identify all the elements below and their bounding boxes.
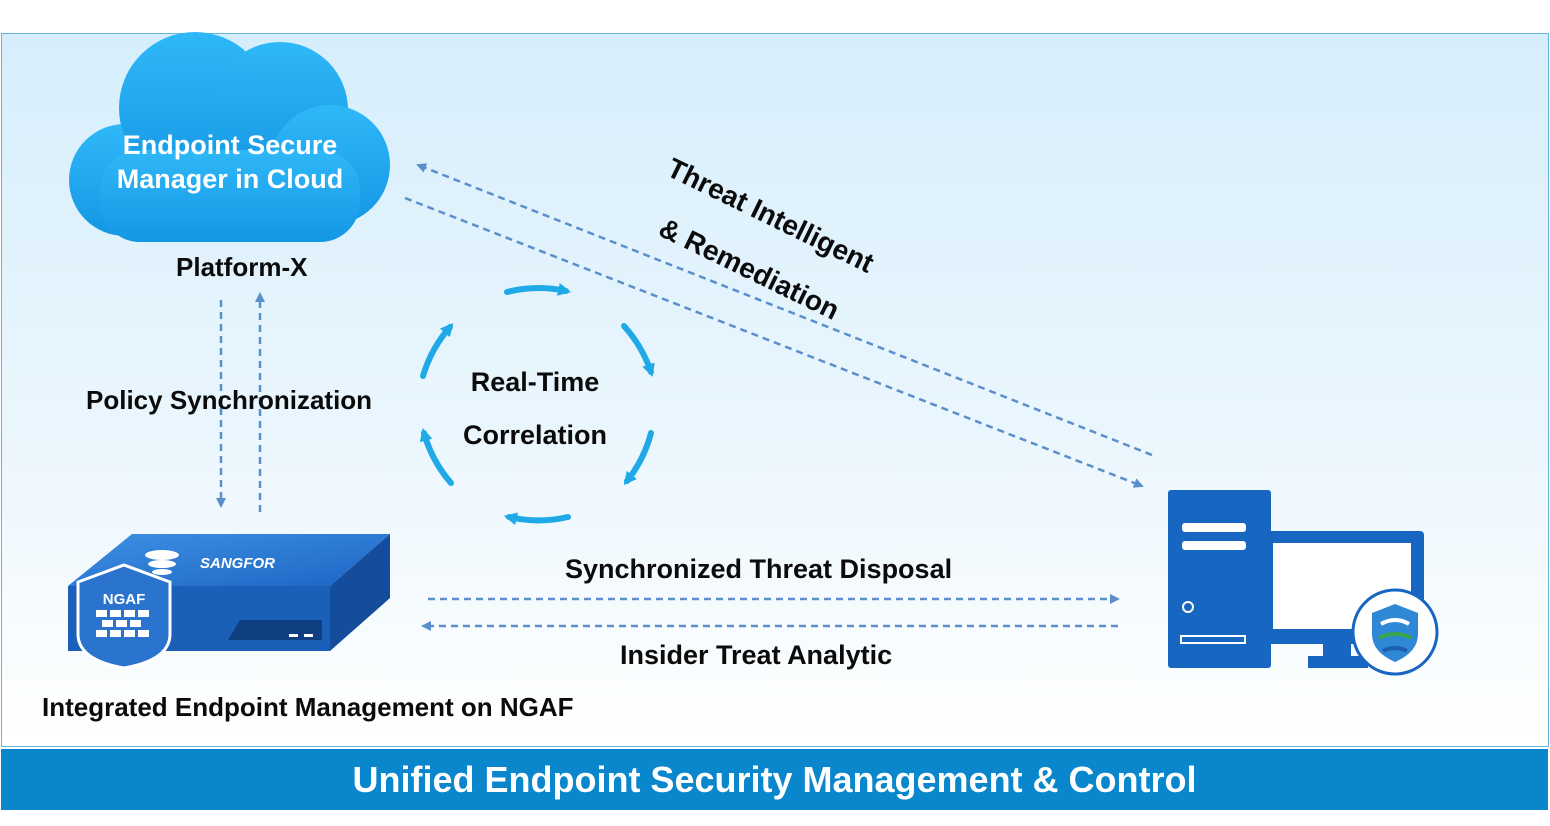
disposal-arrows bbox=[421, 594, 1120, 631]
cloud-title-line2: Manager in Cloud bbox=[116, 164, 344, 194]
footer-title: Unified Endpoint Security Management & C… bbox=[352, 758, 1197, 800]
ngaf-caption: Integrated Endpoint Management on NGAF bbox=[42, 692, 574, 722]
cloud-icon bbox=[69, 32, 390, 242]
footer-banner: Unified Endpoint Security Management & C… bbox=[1, 749, 1548, 810]
policy-sync-arrows bbox=[216, 292, 265, 512]
ngaf-badge-text: NGAF bbox=[103, 591, 146, 608]
endpoint-shield-icon bbox=[1351, 588, 1439, 676]
sangfor-logo-icon bbox=[145, 550, 179, 575]
correlation-label: Real-Time Correlation bbox=[435, 356, 635, 462]
cycle-arrows-icon bbox=[419, 283, 655, 526]
correlation-line1: Real-Time bbox=[470, 367, 600, 397]
cloud-title: Endpoint Secure Manager in Cloud bbox=[72, 128, 388, 196]
insider-analytic-label: Insider Treat Analytic bbox=[620, 640, 893, 670]
policy-sync-label: Policy Synchronization bbox=[86, 385, 373, 415]
ngaf-shield-icon: NGAF bbox=[76, 563, 172, 670]
desktop-computer-icon bbox=[1168, 490, 1424, 668]
correlation-line2: Correlation bbox=[462, 420, 608, 450]
cloud-title-line1: Endpoint Secure bbox=[122, 130, 338, 160]
sync-disposal-label: Synchronized Threat Disposal bbox=[565, 554, 953, 584]
ngaf-brand-text: SANGFOR bbox=[200, 555, 275, 572]
platform-label: Platform-X bbox=[176, 252, 308, 282]
